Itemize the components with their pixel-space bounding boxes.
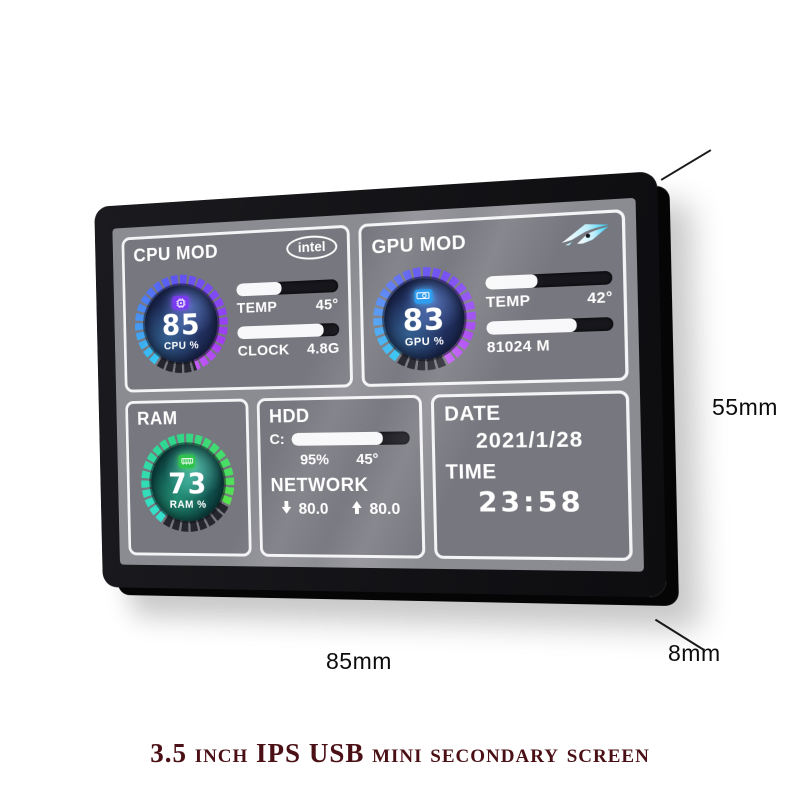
gpu-temp-stat: TEMP 42° — [485, 270, 613, 311]
bottom-row: RAM 73 RAM % HDD C: — [125, 389, 633, 561]
gpu-usage-label: GPU % — [404, 335, 445, 349]
gpu-panel-title: GPU MOD — [371, 231, 467, 258]
cpu-usage-value: 85 — [161, 307, 201, 343]
gpu-usage-value: 83 — [402, 301, 446, 338]
hdd-drive-row: C: — [269, 429, 410, 448]
monitor-screen: CPU MOD intel 85 CPU % — [112, 197, 645, 572]
depth-dimension-label: 8mm — [668, 640, 721, 666]
ram-gauge-face: 73 RAM % — [150, 443, 226, 521]
cpu-clock-stat: CLOCK 4.8G — [237, 323, 340, 360]
download-arrow-icon — [281, 500, 292, 518]
intel-logo: intel — [286, 234, 338, 261]
gpu-vram-bar — [486, 316, 614, 335]
height-leader-line-top — [660, 149, 712, 181]
network-download-value: 80.0 — [298, 500, 329, 518]
hdd-usage-percent: 95% — [299, 450, 330, 468]
ram-panel-title: RAM — [136, 408, 178, 430]
hdd-drive-label: C: — [269, 430, 285, 448]
cpu-usage-label: CPU % — [163, 339, 200, 353]
gpu-panel: GPU MOD — [358, 208, 629, 387]
gpu-vram-stat: 81024 M — [486, 316, 614, 357]
cpu-panel-title: CPU MOD — [133, 241, 219, 267]
ram-stick-icon — [178, 454, 196, 468]
cpu-gauge: 85 CPU % — [133, 272, 229, 375]
gpu-vram-value: 81024 M — [486, 336, 551, 357]
cpu-temp-stat: TEMP 45° — [236, 279, 339, 318]
gpu-temp-bar — [485, 270, 613, 290]
gpu-gauge: 83 GPU % — [372, 264, 477, 372]
hdd-usage-bar — [291, 430, 410, 446]
hdd-panel-title: HDD — [268, 405, 310, 427]
ram-gauge: 73 RAM % — [140, 432, 236, 532]
gpu-temp-value: 42° — [587, 288, 613, 308]
time-value: 23:58 — [477, 485, 585, 519]
top-row: CPU MOD intel 85 CPU % — [121, 208, 629, 393]
cpu-clock-label: CLOCK — [237, 341, 290, 360]
cpu-panel: CPU MOD intel 85 CPU % — [121, 224, 354, 393]
date-value: 2021/1/28 — [475, 427, 584, 453]
hdd-temp-value: 45° — [356, 450, 379, 468]
height-dimension-label: 55mm — [712, 394, 778, 420]
cpu-panel-body: 85 CPU % TEMP 45° — [133, 258, 340, 383]
monitor-device: CPU MOD intel 85 CPU % — [94, 171, 667, 598]
ram-usage-value: 73 — [168, 466, 208, 500]
rog-logo — [559, 219, 611, 254]
datetime-panel: DATE 2021/1/28 TIME 23:58 — [430, 389, 633, 561]
width-dimension-label: 85mm — [326, 648, 392, 674]
cpu-gauge-face: 85 CPU % — [143, 283, 219, 364]
cpu-temp-bar-fill — [236, 281, 282, 297]
ram-usage-label: RAM % — [169, 498, 207, 511]
hdd-usage-bar-fill — [291, 431, 384, 446]
cpu-temp-value: 45° — [315, 296, 339, 315]
network-row: 80.0 80.0 — [271, 500, 411, 518]
cpu-temp-bar — [236, 279, 339, 297]
gpu-panel-body: 83 GPU % TEMP 42° — [372, 252, 615, 377]
product-caption: 3.5 inch IPS USB mini secondary screen — [150, 738, 650, 768]
time-label: TIME — [445, 460, 497, 484]
upload-arrow-icon — [351, 500, 362, 518]
gpu-vram-bar-fill — [486, 318, 578, 335]
gpu-stats: TEMP 42° 81024 M — [485, 270, 614, 356]
network-upload-value: 80.0 — [369, 500, 401, 518]
gpu-temp-label: TEMP — [485, 291, 531, 312]
hdd-panel: HDD C: 95% 45° NETWORK 80.0 — [256, 394, 426, 559]
cpu-temp-label: TEMP — [236, 298, 278, 318]
gpu-temp-bar-fill — [485, 273, 539, 290]
cpu-clock-bar-fill — [237, 323, 324, 340]
ram-panel: RAM 73 RAM % — [125, 398, 252, 557]
cpu-clock-bar — [237, 323, 340, 340]
cpu-clock-value: 4.8G — [306, 340, 340, 358]
network-title: NETWORK — [270, 474, 369, 496]
date-label: DATE — [444, 401, 501, 426]
gpu-gauge-face: 83 GPU % — [383, 276, 466, 361]
cpu-stats: TEMP 45° CLOCK 4.8G — [236, 279, 340, 360]
